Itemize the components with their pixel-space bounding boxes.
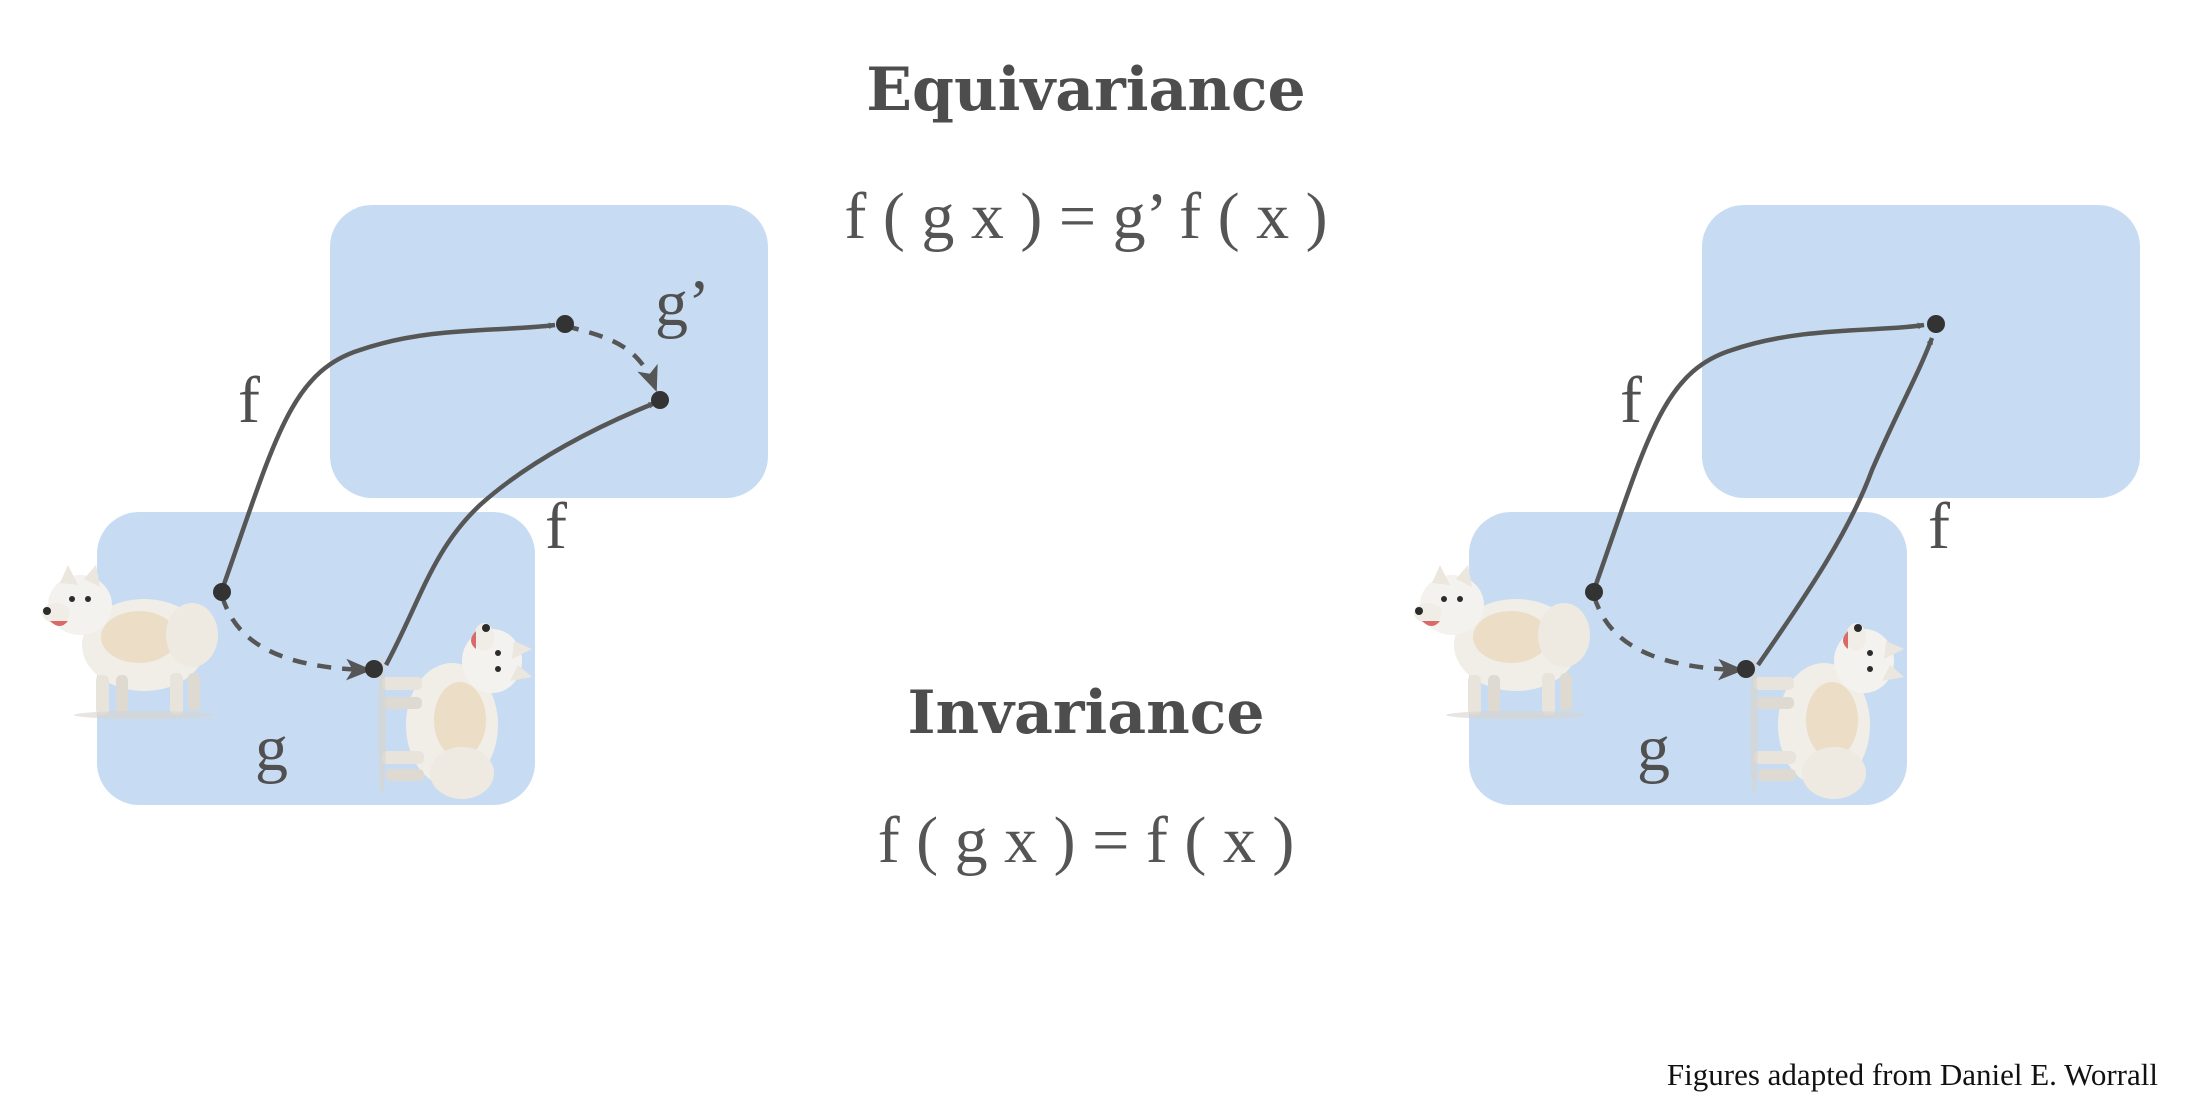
label-g: g	[255, 712, 288, 785]
arrow-f-lower	[384, 400, 656, 667]
output-space-box	[330, 205, 768, 498]
output-space-box	[1702, 205, 2140, 498]
point-fgx	[651, 391, 669, 409]
label-f-upper: f	[238, 364, 260, 437]
point-fx	[1927, 315, 1945, 333]
arrow-g	[219, 595, 373, 681]
point-x	[213, 583, 231, 601]
label-f-lower: f	[1928, 490, 1950, 563]
point-gx	[1737, 660, 1755, 678]
arrow-f-upper	[219, 322, 556, 591]
equivariance-title: Equivariance	[866, 55, 1305, 125]
arrow-f-upper	[1591, 322, 1925, 591]
invariance-diagram: f f g	[1414, 205, 2140, 805]
equivariance-diagram: f f g g’	[42, 205, 768, 805]
point-x	[1585, 583, 1603, 601]
label-f-upper: f	[1620, 364, 1642, 437]
arrow-g-prime	[564, 323, 659, 393]
arrow-f-lower	[1756, 337, 1935, 667]
invariance-title: Invariance	[907, 678, 1264, 748]
point-fx	[556, 315, 574, 333]
point-gx	[365, 660, 383, 678]
equivariance-formula: f ( g x ) = g’ f ( x )	[844, 180, 1327, 253]
arrow-g	[1591, 595, 1745, 681]
invariance-formula: f ( g x ) = f ( x )	[878, 804, 1295, 877]
label-f-lower: f	[545, 490, 567, 563]
figure-credit: Figures adapted from Daniel E. Worrall	[1667, 1057, 2158, 1092]
label-g-prime: g’	[655, 267, 710, 340]
label-g: g	[1637, 712, 1670, 785]
